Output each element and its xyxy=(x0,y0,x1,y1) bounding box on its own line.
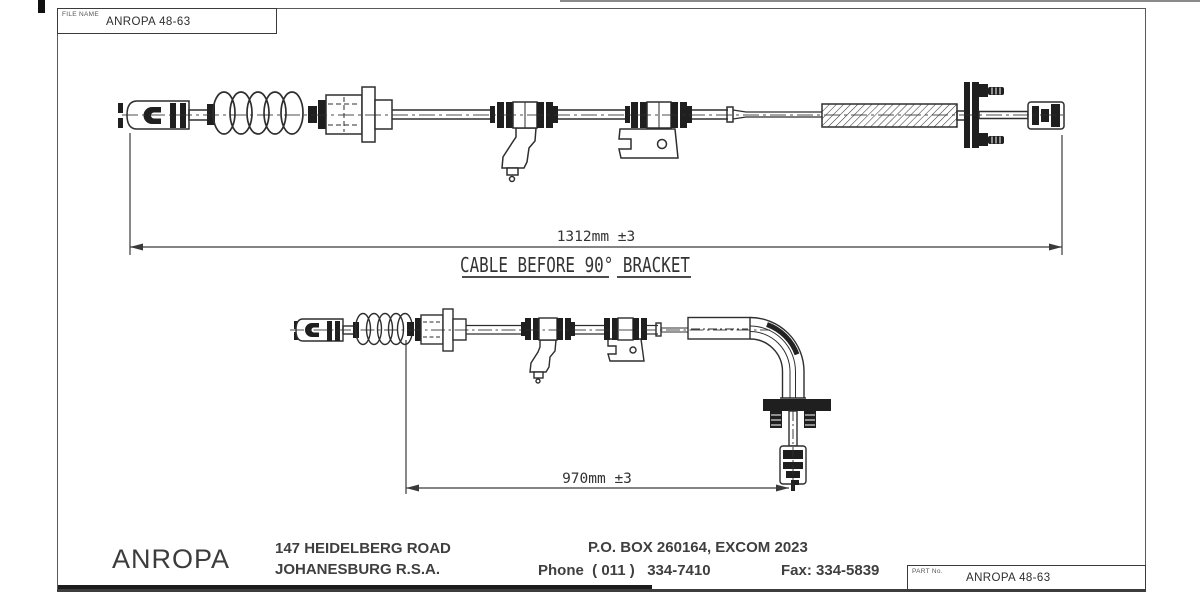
company-address: 147 HEIDELBERG ROAD JOHANESBURG R.S.A. xyxy=(275,538,451,580)
arrowhead-right xyxy=(776,484,789,492)
scan-edge-line xyxy=(560,0,1200,2)
company-name: ANROPA xyxy=(112,544,231,574)
clamp-fitting-2 xyxy=(618,101,692,159)
part-number-label: PART No. xyxy=(912,568,943,575)
fax-line: Fax: 334-5839 xyxy=(781,562,880,579)
ninety-degree-bend-tube xyxy=(687,316,806,399)
clamp-fitting-1 xyxy=(490,101,558,183)
side-dimension: 970mm ±3 xyxy=(405,340,789,494)
arrowhead-right xyxy=(1049,243,1062,251)
top-caption-group: CABLE BEFORE 90° BRACKET xyxy=(460,253,691,278)
cable-side-view xyxy=(290,308,831,491)
flange-with-studs-down xyxy=(763,399,831,428)
po-box-line: P.O. BOX 260164, EXCOM 2023 xyxy=(588,539,808,556)
footer-rule xyxy=(58,585,652,590)
mount-bracket-2 xyxy=(618,128,679,159)
file-name-value: ANROPA 48-63 xyxy=(106,16,191,28)
arrowhead-left xyxy=(406,484,419,492)
mount-bracket-1-small xyxy=(529,339,557,373)
part-number-block: PART No. ANROPA 48-63 xyxy=(907,565,1146,590)
bottom-border xyxy=(57,589,1146,592)
top-caption: CABLE BEFORE 90° BRACKET xyxy=(460,253,690,277)
spring-boot-small xyxy=(353,312,421,346)
mount-bracket-2-small xyxy=(607,338,645,362)
top-dimension: 1312mm ±3 xyxy=(129,133,1063,255)
file-name-block: FILE NAME ANROPA 48-63 xyxy=(57,8,277,34)
scan-artifact-mark xyxy=(38,0,45,13)
phone-line: Phone ( 011 ) 334-7410 xyxy=(538,562,711,579)
mount-bracket-1 xyxy=(501,127,537,169)
side-dimension-text: 970mm ±3 xyxy=(562,471,632,487)
address-line-2: JOHANESBURG R.S.A. xyxy=(275,561,441,578)
clamp-fitting-1-small xyxy=(521,317,575,384)
spring-boot xyxy=(207,91,326,135)
adjuster-fitting-small xyxy=(420,308,467,352)
top-dimension-text: 1312mm ±3 xyxy=(557,229,636,245)
address-line-1: 147 HEIDELBERG ROAD xyxy=(275,540,451,557)
cable-top-view xyxy=(118,82,1066,183)
arrowhead-left xyxy=(130,243,143,251)
clamp-fitting-2-small xyxy=(604,317,647,362)
part-number-value: ANROPA 48-63 xyxy=(966,572,1051,584)
file-name-label: FILE NAME xyxy=(62,11,100,18)
